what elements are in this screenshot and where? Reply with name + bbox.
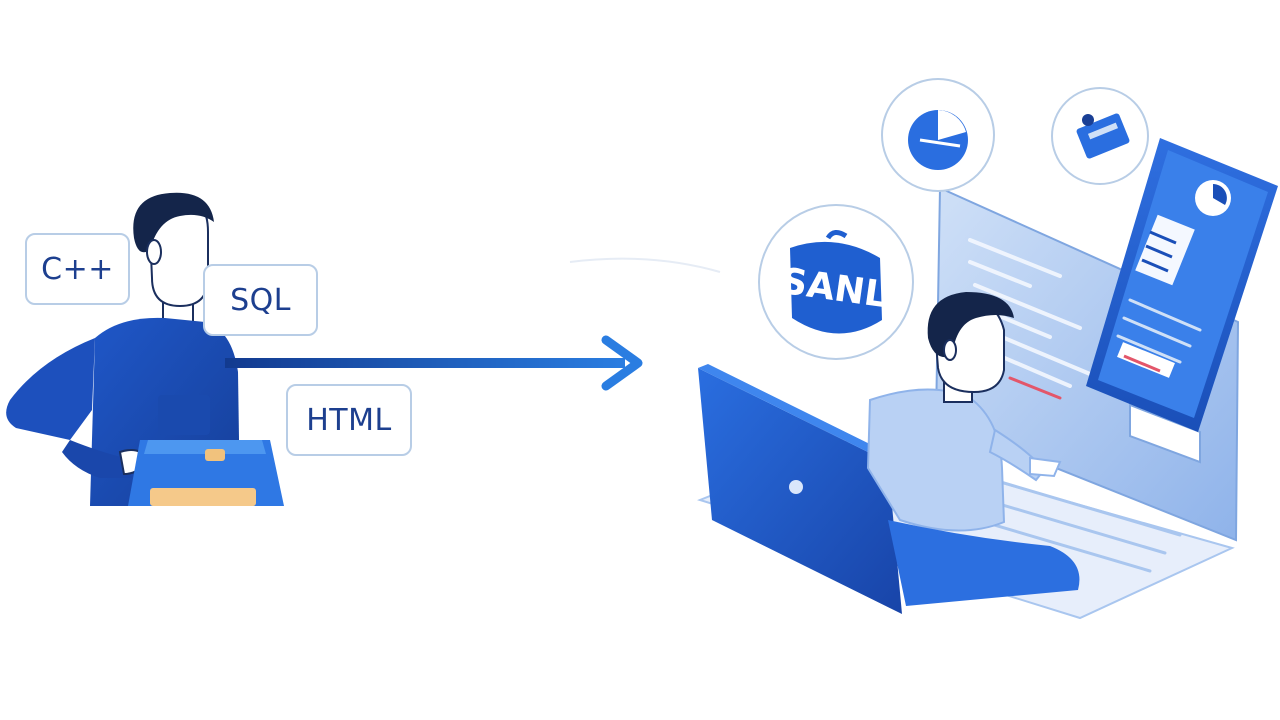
chart-bubble (881, 78, 995, 192)
sql-tag: SQL (203, 264, 318, 336)
sanl-badge-bubble: SANL (758, 204, 914, 360)
coding-screen (934, 186, 1240, 542)
cpp-tag-label: C++ (41, 251, 114, 287)
phone-device (1086, 138, 1278, 432)
html-tag: HTML (286, 384, 412, 456)
html-tag-label: HTML (306, 402, 392, 438)
card-bubble (1051, 87, 1149, 185)
developer-left (6, 192, 284, 506)
sql-tag-label: SQL (230, 282, 291, 318)
transition-arrow (225, 257, 721, 391)
developer-right (866, 292, 1080, 606)
cpp-tag: C++ (25, 233, 130, 305)
